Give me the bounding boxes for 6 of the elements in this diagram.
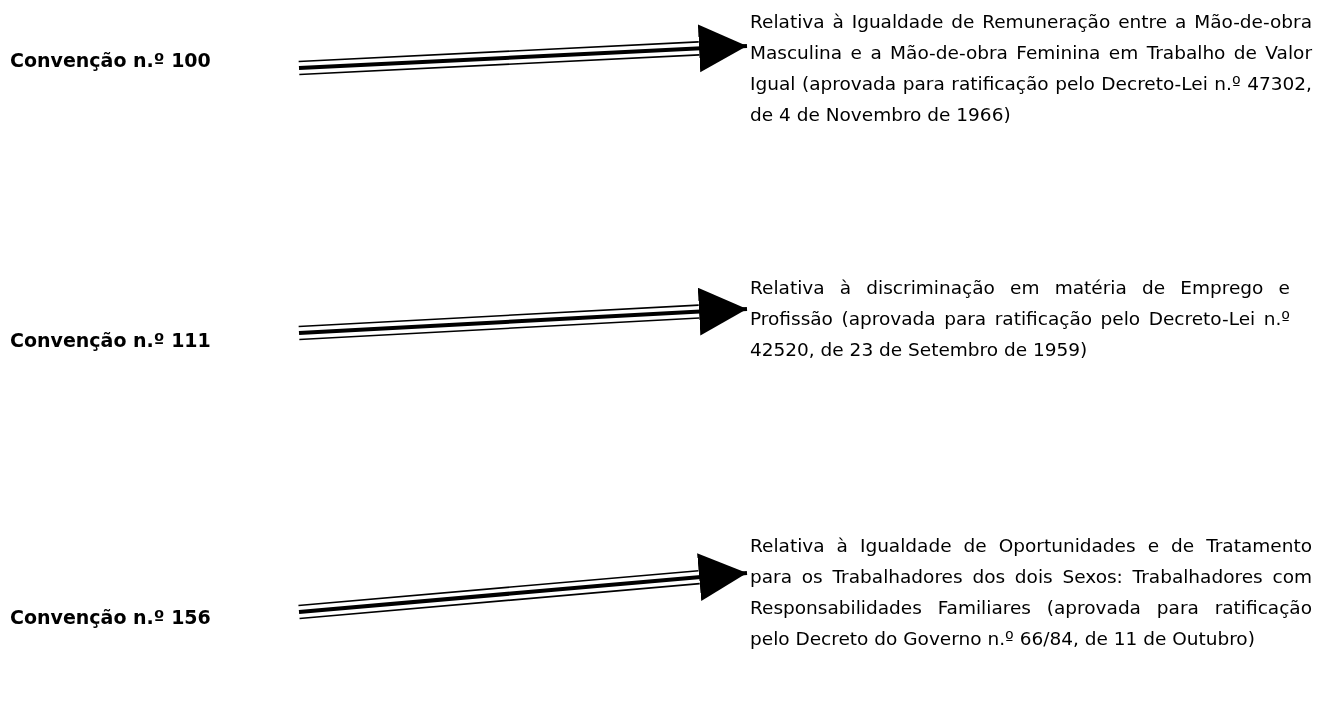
convention-description: Relativa à discriminação em matéria de Emprego e Profissão (aprovada para ratificação pelo Decreto-Lei n.º 42520, de 23 de Setembro de 1959) (750, 272, 1290, 365)
convention-description: Relativa à Igualdade de Oportunidades e de Tratamento para os Trabalhadores dos dois Sexos: Trabalhadores com Responsabilidades Familiares (aprovada para ratificação pelo Decreto do Governo n.º 66/84, de 11 de Outubro) (750, 530, 1312, 654)
convention-title: Convenção n.º 100 (10, 45, 299, 75)
convention-title: Convenção n.º 156 (10, 602, 299, 632)
convention-title: Convenção n.º 111 (10, 325, 299, 355)
convention-description: Relativa à Igualdade de Remuneração entre a Mão-de-obra Masculina e a Mão-de-obra Feminina em Trabalho de Valor Igual (aprovada para ratificação pelo Decreto-Lei n.º 47302, de 4 de Novembro de 1966) (750, 6, 1312, 130)
